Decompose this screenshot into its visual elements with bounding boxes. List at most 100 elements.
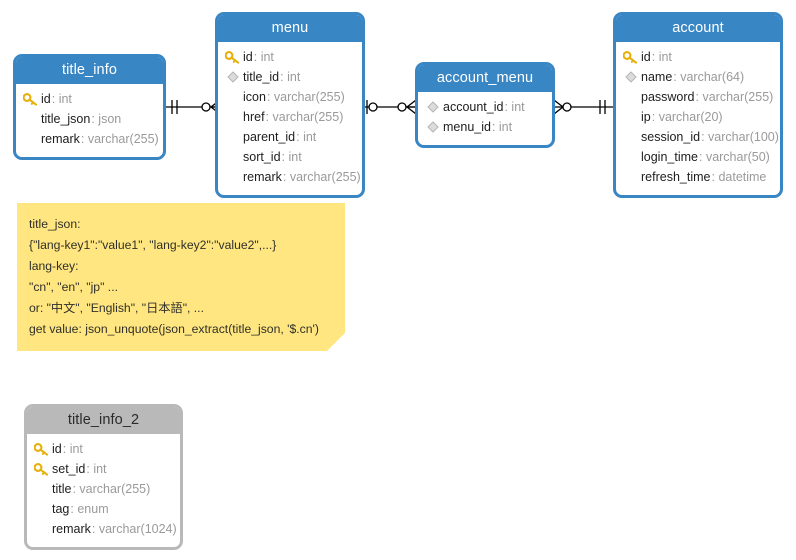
foreign-key-diamond-icon <box>224 69 241 85</box>
foreign-key-diamond-icon <box>424 119 441 135</box>
field-name: id <box>641 50 651 64</box>
field-type: : int <box>281 150 302 164</box>
table-row[interactable]: refresh_time : datetime <box>622 167 774 187</box>
field-type: : varchar(255) <box>695 90 774 104</box>
table-row[interactable]: icon : varchar(255) <box>224 87 356 107</box>
field-name: title_json <box>41 112 91 126</box>
field-type: : varchar(64) <box>673 70 745 84</box>
table-row[interactable]: account_id : int <box>424 97 546 117</box>
table-row[interactable]: id : int <box>622 47 774 67</box>
note-content: title_json: {"lang-key1":"value1", "lang… <box>17 203 345 346</box>
field-name: id <box>52 442 62 456</box>
table-row[interactable]: tag : enum <box>33 499 174 519</box>
entity-table-title_info[interactable]: title_info id : int title_json : json <box>13 54 166 160</box>
field-name: session_id <box>641 130 701 144</box>
primary-key-icon <box>224 49 241 65</box>
table-row[interactable]: ip : varchar(20) <box>622 107 774 127</box>
note-line: "cn", "en", "jp" ... <box>29 280 118 294</box>
table-row[interactable]: href : varchar(255) <box>224 107 356 127</box>
table-row[interactable]: remark : varchar(1024) <box>33 519 177 539</box>
no-key-icon <box>622 129 639 145</box>
annotation-note-title_json[interactable]: title_json: {"lang-key1":"value1", "lang… <box>17 203 345 351</box>
field-type: : varchar(255) <box>80 132 159 146</box>
table-row[interactable]: remark : varchar(255) <box>22 129 159 149</box>
foreign-key-diamond-icon <box>622 69 639 85</box>
field-name: title <box>52 482 72 496</box>
no-key-icon <box>22 131 39 147</box>
field-list: account_id : int menu_id : int <box>418 92 552 145</box>
field-type: : varchar(255) <box>72 482 151 496</box>
table-row[interactable]: id : int <box>22 89 157 109</box>
field-name: name <box>641 70 673 84</box>
field-type: : int <box>504 100 525 114</box>
field-name: icon <box>243 90 266 104</box>
field-type: : int <box>253 50 274 64</box>
field-name: set_id <box>52 462 86 476</box>
field-name: password <box>641 90 695 104</box>
field-name: menu_id <box>443 120 491 134</box>
relationship-account_menu-account <box>554 99 614 115</box>
field-type: : varchar(1024) <box>91 522 177 536</box>
no-key-icon <box>224 109 241 125</box>
field-name: remark <box>243 170 282 184</box>
table-row[interactable]: title : varchar(255) <box>33 479 174 499</box>
field-type: : varchar(50) <box>698 150 770 164</box>
entity-table-account_menu[interactable]: account_menu account_id : int menu_id <box>415 62 555 148</box>
field-type: : json <box>91 112 122 126</box>
field-name: ip <box>641 110 651 124</box>
no-key-icon <box>622 169 639 185</box>
field-type: : varchar(20) <box>651 110 723 124</box>
table-title: title_info_2 <box>27 407 180 434</box>
table-title: account_menu <box>418 65 552 92</box>
primary-key-icon <box>622 49 639 65</box>
note-line: get value: json_unquote(json_extract(tit… <box>29 322 319 336</box>
entity-table-title_info_2[interactable]: title_info_2 id : int <box>24 404 183 550</box>
field-list: id : int name : varchar(64) password : v… <box>616 42 780 195</box>
primary-key-icon <box>22 91 39 107</box>
field-name: remark <box>52 522 91 536</box>
field-name: parent_id <box>243 130 296 144</box>
no-key-icon <box>224 129 241 145</box>
table-row[interactable]: sort_id : int <box>224 147 356 167</box>
table-row[interactable]: name : varchar(64) <box>622 67 774 87</box>
note-line: {"lang-key1":"value1", "lang-key2":"valu… <box>29 238 277 252</box>
relationship-title_info-menu <box>164 99 220 115</box>
note-line: title_json: <box>29 217 81 231</box>
note-fold-corner-icon <box>327 333 345 351</box>
table-row[interactable]: id : int <box>33 439 174 459</box>
table-row[interactable]: login_time : varchar(50) <box>622 147 774 167</box>
entity-table-menu[interactable]: menu id : int ti <box>215 12 365 198</box>
table-row[interactable]: password : varchar(255) <box>622 87 774 107</box>
table-row[interactable]: title_id : int <box>224 67 356 87</box>
table-row[interactable]: menu_id : int <box>424 117 546 137</box>
field-type: : int <box>86 462 107 476</box>
field-name: id <box>243 50 253 64</box>
table-title: account <box>616 15 780 42</box>
table-row[interactable]: session_id : varchar(100) <box>622 127 779 147</box>
field-type: : int <box>491 120 513 134</box>
field-name: tag <box>52 502 70 516</box>
table-row[interactable]: title_json : json <box>22 109 157 129</box>
field-type: : int <box>62 442 83 456</box>
field-type: : varchar(255) <box>266 90 345 104</box>
table-row[interactable]: set_id : int <box>33 459 174 479</box>
table-row[interactable]: remark : varchar(255) <box>224 167 361 187</box>
field-name: account_id <box>443 100 504 114</box>
table-row[interactable]: parent_id : int <box>224 127 356 147</box>
field-type: : varchar(255) <box>282 170 361 184</box>
entity-table-account[interactable]: account id : int <box>613 12 783 198</box>
field-type: : int <box>651 50 672 64</box>
field-list: id : int title_id : int icon : varchar(2… <box>218 42 362 195</box>
no-key-icon <box>33 481 50 497</box>
note-line: or: "中文", "English", "日本語", ... <box>29 301 204 315</box>
table-row[interactable]: id : int <box>224 47 356 67</box>
field-type: : int <box>51 92 72 106</box>
no-key-icon <box>224 89 241 105</box>
field-name: refresh_time <box>641 170 711 184</box>
no-key-icon <box>224 169 241 185</box>
field-list: id : int title_json : json remark : varc… <box>16 84 163 157</box>
field-name: remark <box>41 132 80 146</box>
field-name: id <box>41 92 51 106</box>
field-list: id : int set_id : int title : varchar(25… <box>27 434 180 547</box>
